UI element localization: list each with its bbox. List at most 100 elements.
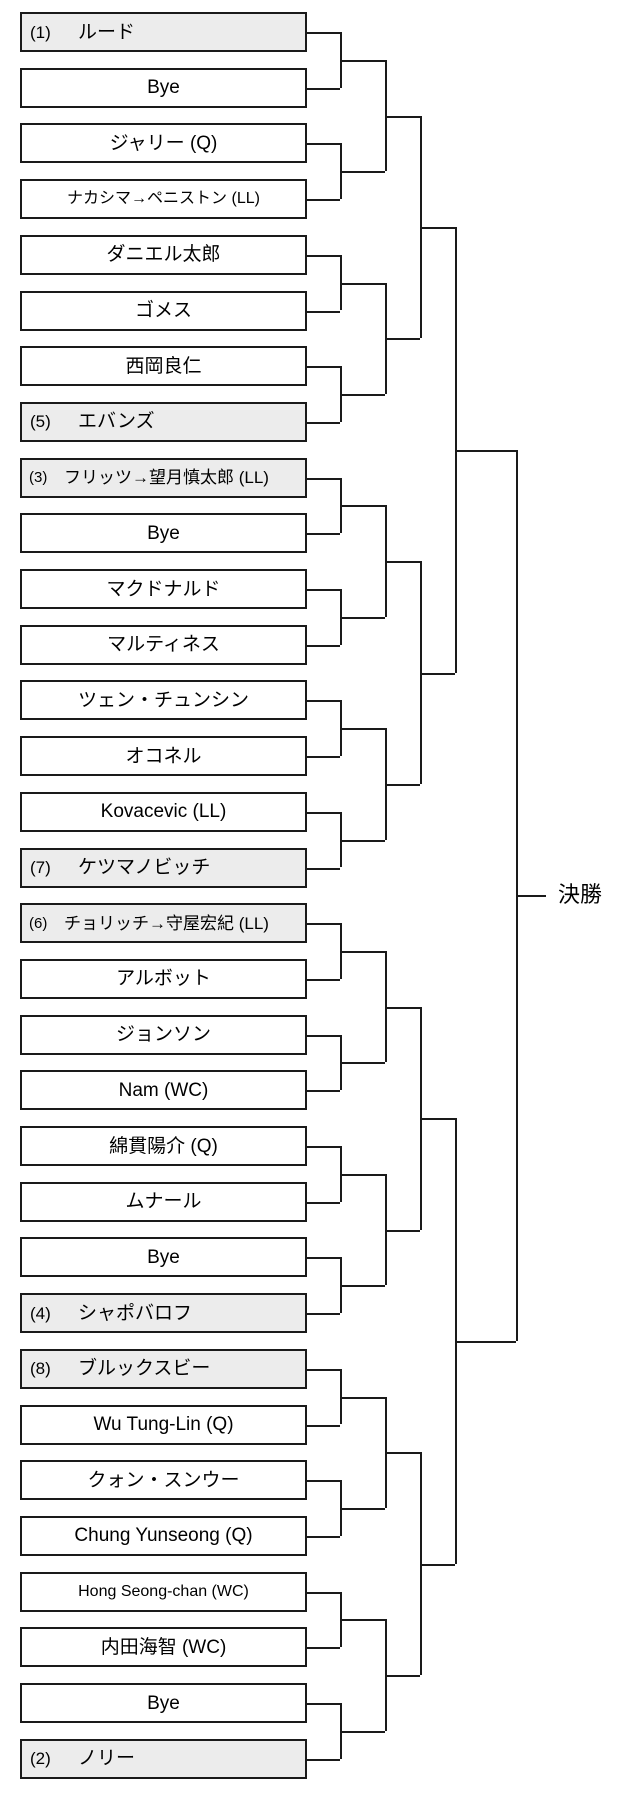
bracket-connector-vertical	[340, 366, 342, 422]
bracket-connector-horizontal	[340, 1173, 385, 1176]
bracket-slot[interactable]: Wu Tung-Lin (Q)	[20, 1404, 307, 1445]
bracket-connector-horizontal	[307, 756, 340, 759]
bracket-connector-horizontal	[307, 1368, 340, 1371]
bracket-connector-vertical	[385, 282, 387, 395]
bracket-connector-horizontal	[307, 1201, 340, 1204]
bracket-connector-vertical	[455, 226, 457, 673]
final-round-label: 決勝	[558, 882, 603, 908]
player-name: 綿貫陽介 (Q)	[109, 1135, 218, 1157]
bracket-slot[interactable]: Nam (WC)	[20, 1070, 307, 1111]
bracket-connector-horizontal	[307, 310, 340, 313]
bracket-connector-horizontal	[385, 783, 420, 786]
bracket-connector-vertical	[340, 700, 342, 757]
bracket-slot[interactable]: Hong Seong-chan (WC)	[20, 1571, 307, 1612]
player-name: Bye	[147, 1246, 180, 1268]
bracket-connector-horizontal	[307, 1034, 340, 1037]
player-name: Kovacevic (LL)	[100, 801, 227, 823]
bracket-slot[interactable]: ナカシマ→ペニストン (LL)	[20, 179, 307, 220]
bracket-connector-horizontal	[307, 1257, 340, 1260]
bracket-slot[interactable]: Chung Yunseong (Q)	[20, 1515, 307, 1556]
bracket-connector-vertical	[385, 1173, 387, 1286]
bracket-connector-horizontal	[307, 1313, 340, 1316]
bracket-connector-horizontal	[385, 1229, 420, 1232]
player-name: エバンズ	[78, 411, 155, 433]
bracket-connector-horizontal	[385, 1452, 420, 1455]
player-name: フリッツ→望月慎太郎 (LL)	[64, 468, 269, 488]
bracket-connector-horizontal	[420, 226, 455, 229]
bracket-slot[interactable]: マルティネス	[20, 624, 307, 665]
bracket-slot[interactable]: 綿貫陽介 (Q)	[20, 1126, 307, 1166]
bracket-slot[interactable]: ダニエル太郎	[20, 234, 307, 275]
bracket-slot[interactable]: (2)ノリー	[20, 1738, 307, 1779]
bracket-connector-vertical	[385, 1619, 387, 1731]
player-name: 内田海智 (WC)	[100, 1636, 227, 1658]
bracket-connector-horizontal	[307, 1090, 340, 1093]
bracket-connector-horizontal	[307, 87, 340, 90]
bracket-slot[interactable]: アルボット	[20, 958, 307, 999]
player-name: Bye	[147, 1692, 180, 1714]
player-name: ケツマノビッチ	[78, 857, 211, 878]
bracket-connector-horizontal	[420, 672, 455, 675]
bracket-connector-horizontal	[420, 1118, 455, 1121]
player-name: Chung Yunseong (Q)	[74, 1525, 253, 1547]
bracket-connector-horizontal	[307, 867, 340, 870]
bracket-slot[interactable]: マクドナルド	[20, 569, 307, 609]
bracket-slot[interactable]: ツェン・チュンシン	[20, 680, 307, 721]
bracket-connector-horizontal	[340, 1062, 385, 1065]
bracket-connector-horizontal	[307, 421, 340, 424]
bracket-slot[interactable]: オコネル	[20, 736, 307, 777]
player-name: ジョンソン	[115, 1024, 211, 1046]
bracket-connector-vertical	[385, 951, 387, 1063]
bracket-connector-vertical	[340, 1480, 342, 1536]
bracket-slot[interactable]: 内田海智 (WC)	[20, 1627, 307, 1668]
bracket-slot[interactable]: クォン・スンウー	[20, 1460, 307, 1501]
bracket-connector-horizontal	[307, 923, 340, 926]
bracket-slot[interactable]: ジャリー (Q)	[20, 123, 307, 164]
bracket-connector-horizontal	[340, 728, 385, 731]
bracket-slot[interactable]: (3)フリッツ→望月慎太郎 (LL)	[20, 457, 307, 498]
bracket-slot[interactable]: Bye	[20, 1683, 307, 1723]
bracket-slot[interactable]: Bye	[20, 1237, 307, 1278]
bracket-connector-horizontal	[307, 199, 340, 202]
final-connector	[516, 895, 546, 898]
bracket-slot[interactable]: (8)ブルックスビー	[20, 1348, 307, 1389]
player-name: クォン・スンウー	[87, 1469, 240, 1491]
bracket-connector-horizontal	[385, 115, 420, 118]
player-name: ムナール	[125, 1191, 202, 1213]
player-name: ノリー	[78, 1748, 136, 1770]
bracket-slot[interactable]: ゴメス	[20, 290, 307, 331]
player-name: Bye	[147, 77, 180, 99]
player-name: ナカシマ→ペニストン (LL)	[67, 190, 260, 208]
bracket-slot[interactable]: (7)ケツマノビッチ	[20, 847, 307, 888]
bracket-connector-horizontal	[307, 533, 340, 536]
bracket-connector-vertical	[340, 923, 342, 979]
bracket-connector-horizontal	[307, 700, 340, 703]
bracket-connector-horizontal	[340, 1396, 385, 1399]
bracket-slot[interactable]: Kovacevic (LL)	[20, 791, 307, 832]
bracket-slot[interactable]: ムナール	[20, 1181, 307, 1222]
bracket-connector-vertical	[385, 59, 387, 172]
bracket-connector-horizontal	[385, 561, 420, 564]
bracket-connector-vertical	[420, 561, 422, 784]
bracket-connector-vertical	[385, 1396, 387, 1509]
bracket-slot[interactable]: (1) ルード	[20, 12, 307, 52]
bracket-connector-horizontal	[307, 1703, 340, 1705]
bracket-slot[interactable]: (5)エバンズ	[20, 401, 307, 442]
bracket-slot[interactable]: (4)シャポバロフ	[20, 1293, 307, 1334]
player-name: ルード	[78, 21, 136, 43]
bracket-slot[interactable]: Bye	[20, 67, 307, 108]
bracket-slot[interactable]: ジョンソン	[20, 1014, 307, 1055]
bracket-connector-horizontal	[340, 282, 385, 285]
bracket-connector-horizontal	[340, 505, 385, 508]
player-name: ツェン・チュンシン	[77, 689, 249, 711]
bracket-connector-horizontal	[385, 1006, 420, 1009]
bracket-slot[interactable]: 西岡良仁	[20, 346, 307, 387]
bracket-slot[interactable]: (6)チョリッチ→守屋宏紀 (LL)	[20, 903, 307, 944]
bracket-connector-horizontal	[307, 1758, 340, 1761]
bracket-connector-horizontal	[307, 1424, 340, 1427]
bracket-slot[interactable]: Bye	[20, 513, 307, 554]
seed-number: (1)	[30, 22, 51, 42]
player-name: マルティネス	[107, 634, 220, 656]
player-name: ジャリー (Q)	[109, 132, 218, 154]
